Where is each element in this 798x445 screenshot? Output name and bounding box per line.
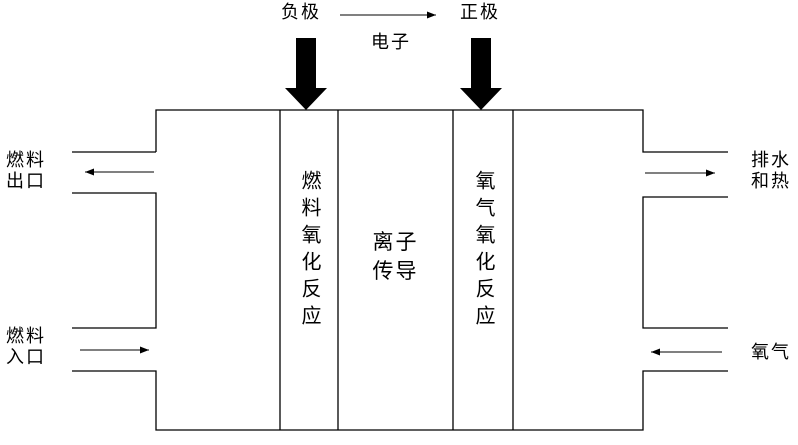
negative-electrode-down-arrow-icon xyxy=(285,38,327,110)
cell-outline xyxy=(72,109,728,431)
negative-electrode-label: 负极 xyxy=(281,2,321,22)
electron-flow-label: 电子 xyxy=(371,32,411,52)
oxygen-inlet-label: 氧气 xyxy=(751,342,791,362)
positive-electrode-label: 正极 xyxy=(460,2,500,22)
anode-reaction-label: 燃料氧化反应 xyxy=(298,170,320,332)
positive-electrode-down-arrow-icon xyxy=(460,38,502,110)
cathode-reaction-label: 氧气氧化反应 xyxy=(472,170,494,332)
fuel-inlet-label: 燃料 入口 xyxy=(6,326,46,367)
electrolyte-label: 离子 传导 xyxy=(372,231,419,283)
water-heat-outlet-label: 排水 和热 xyxy=(751,150,791,191)
fuel-outlet-label: 燃料 出口 xyxy=(6,150,46,191)
